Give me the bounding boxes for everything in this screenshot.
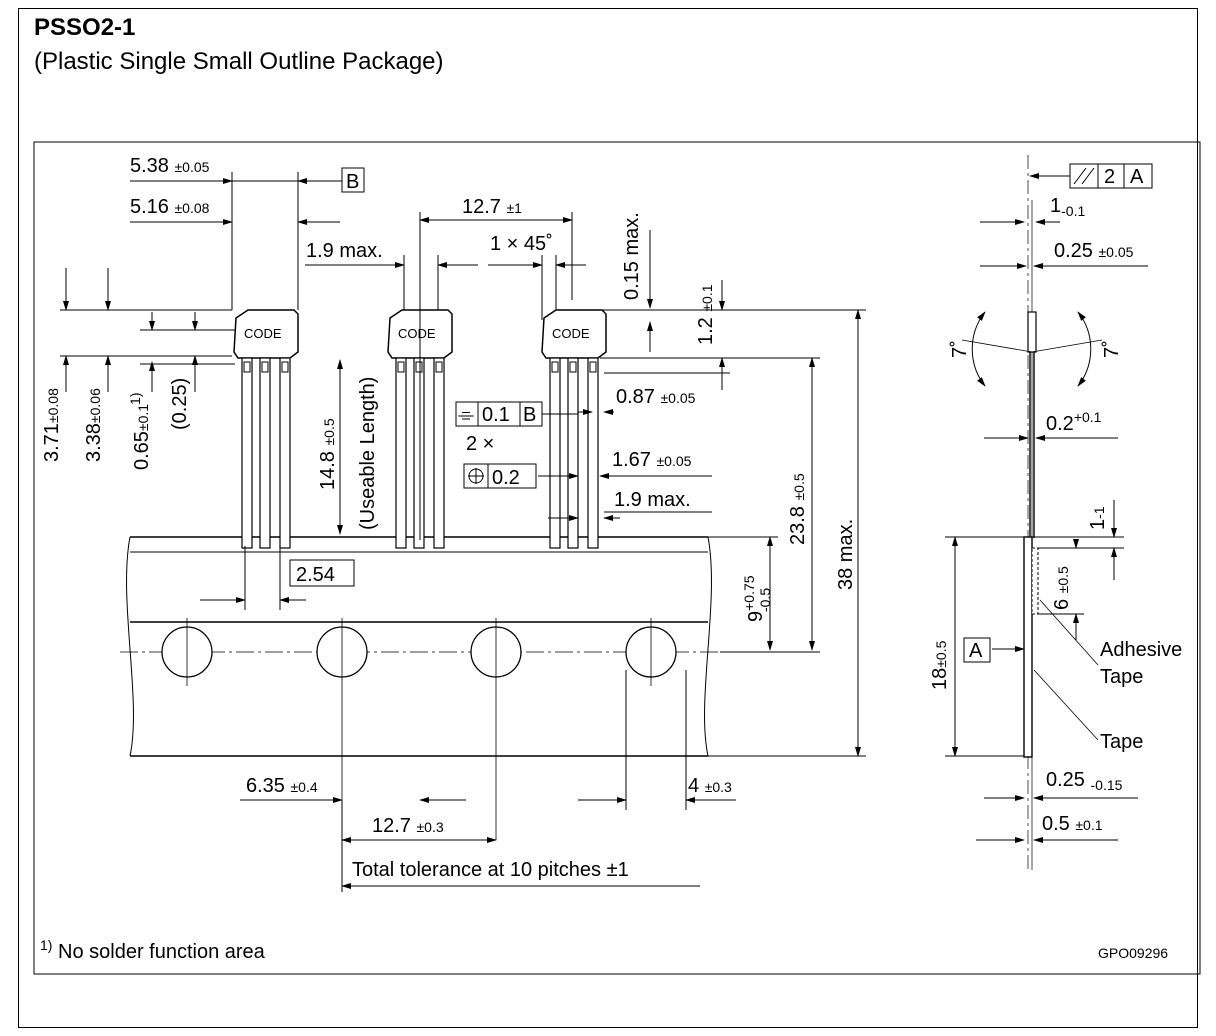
svg-text:2 ×: 2 × — [466, 433, 494, 455]
datum-b-frame: B — [341, 167, 365, 193]
svg-text:1-1: 1-1 — [1087, 506, 1109, 530]
side-view — [945, 155, 1148, 870]
svg-text:14.8 ±0.5: 14.8 ±0.5 — [317, 418, 339, 490]
svg-text:0.15 max.: 0.15 max. — [621, 212, 643, 300]
lead-pad — [589, 361, 597, 373]
lead-pad — [281, 361, 289, 373]
lead-pad — [415, 361, 423, 373]
svg-text:2: 2 — [1104, 166, 1115, 188]
lead — [279, 357, 291, 549]
datum-a-frame: A — [963, 637, 991, 663]
svg-text:7˚: 7˚ — [949, 340, 971, 358]
svg-text:A: A — [1130, 166, 1144, 188]
svg-text:A: A — [969, 640, 983, 662]
component-body — [233, 309, 299, 359]
lead-pad — [261, 361, 269, 373]
svg-text:1.9 max.: 1.9 max. — [306, 240, 383, 262]
svg-text:38 max.: 38 max. — [835, 519, 857, 590]
lead-pad — [435, 361, 443, 373]
pitch-box: 2.54 — [289, 559, 355, 587]
lead-pad — [397, 361, 405, 373]
side-dimensions: 1-0.1 0.25 ±0.05 7˚ 7˚ 0.2+0.1 1-1 6 ±0.… — [929, 195, 1182, 835]
position-frame: 2 × 0.2 — [463, 433, 537, 489]
lead — [413, 357, 425, 549]
svg-text:3.38±0.06: 3.38±0.06 — [83, 388, 105, 462]
svg-text:7˚: 7˚ — [1101, 340, 1123, 358]
svg-text:4 ±0.3: 4 ±0.3 — [688, 775, 732, 797]
lead — [259, 357, 271, 549]
svg-text:1.2 ±0.1: 1.2 ±0.1 — [695, 284, 717, 345]
lead — [587, 357, 599, 549]
svg-text:0.2+0.1: 0.2+0.1 — [1046, 409, 1102, 435]
svg-text:⌯: ⌯ — [458, 404, 474, 426]
svg-text:0.5 ±0.1: 0.5 ±0.1 — [1042, 813, 1103, 835]
lead — [567, 357, 579, 549]
lead-pad — [243, 361, 251, 373]
svg-text:(Useable Length): (Useable Length) — [357, 377, 379, 530]
svg-text:0.65±0.11): 0.65±0.11) — [127, 393, 153, 471]
code-label: CODE — [244, 326, 282, 341]
lead — [395, 357, 407, 549]
lead-pad — [569, 361, 577, 373]
drawing-border — [33, 141, 1201, 975]
svg-text:1.9 max.: 1.9 max. — [614, 489, 691, 511]
lead — [241, 357, 253, 549]
component-body — [541, 309, 607, 359]
drawing-id: GPO09296 — [1098, 945, 1168, 961]
svg-text:Tape: Tape — [1100, 666, 1143, 688]
page-subtitle: (Plastic Single Small Outline Package) — [34, 48, 444, 75]
front-dimensions: 5.38 ±0.05 5.16 ±0.08 12.7 ±1 1.9 max. 1… — [41, 155, 857, 881]
svg-text:23.8 ±0.5: 23.8 ±0.5 — [787, 473, 809, 545]
svg-text:B: B — [523, 404, 536, 426]
carrier-tape — [120, 536, 720, 757]
lead-pad — [551, 361, 559, 373]
svg-text:0.25 -0.15: 0.25 -0.15 — [1046, 769, 1123, 793]
svg-text:0.87 ±0.05: 0.87 ±0.05 — [616, 386, 696, 408]
svg-text:B: B — [346, 171, 359, 193]
flatness-frame: ⌯ 0.1 B — [455, 401, 543, 427]
svg-text:12.7 ±0.3: 12.7 ±0.3 — [372, 815, 444, 837]
svg-text:18±0.5: 18±0.5 — [929, 640, 951, 690]
page-title: PSSO2-1 — [34, 14, 136, 41]
svg-text:0.2: 0.2 — [492, 467, 520, 489]
svg-text:2.54: 2.54 — [296, 564, 335, 586]
svg-text:1-0.1: 1-0.1 — [1050, 195, 1085, 219]
component: CODE — [541, 309, 607, 549]
svg-text:5.38 ±0.05: 5.38 ±0.05 — [130, 155, 210, 177]
svg-text:0.25 ±0.05: 0.25 ±0.05 — [1054, 240, 1134, 262]
svg-text:3.71±0.08: 3.71±0.08 — [41, 388, 63, 462]
svg-text:-0.5: -0.5 — [757, 588, 773, 612]
lead — [549, 357, 561, 549]
footnote: 1) No solder function area — [40, 937, 266, 963]
svg-text:6.35 ±0.4: 6.35 ±0.4 — [246, 775, 318, 797]
svg-text:1.67 ±0.05: 1.67 ±0.05 — [612, 449, 692, 471]
code-label: CODE — [552, 326, 590, 341]
drawing-frame — [18, 8, 1198, 1028]
component: CODE — [233, 309, 299, 549]
svg-text:Adhesive: Adhesive — [1100, 639, 1182, 661]
svg-text:(0.25): (0.25) — [169, 378, 191, 430]
parallelism-frame: 2 A — [1069, 163, 1153, 189]
svg-text:9+0.75: 9+0.75 — [741, 575, 767, 622]
svg-text:1 × 45˚: 1 × 45˚ — [490, 233, 553, 255]
svg-text:0.1: 0.1 — [482, 404, 510, 426]
svg-text:5.16 ±0.08: 5.16 ±0.08 — [130, 196, 210, 218]
components: CODE CODE CODE — [233, 309, 607, 549]
svg-text:Total tolerance at 10 pitches: Total tolerance at 10 pitches ±1 — [352, 859, 629, 881]
code-label: CODE — [398, 326, 436, 341]
lead — [433, 357, 445, 549]
svg-text:6 ±0.5: 6 ±0.5 — [1051, 566, 1073, 610]
svg-text:12.7 ±1: 12.7 ±1 — [462, 196, 522, 218]
svg-text:Tape: Tape — [1100, 731, 1143, 753]
